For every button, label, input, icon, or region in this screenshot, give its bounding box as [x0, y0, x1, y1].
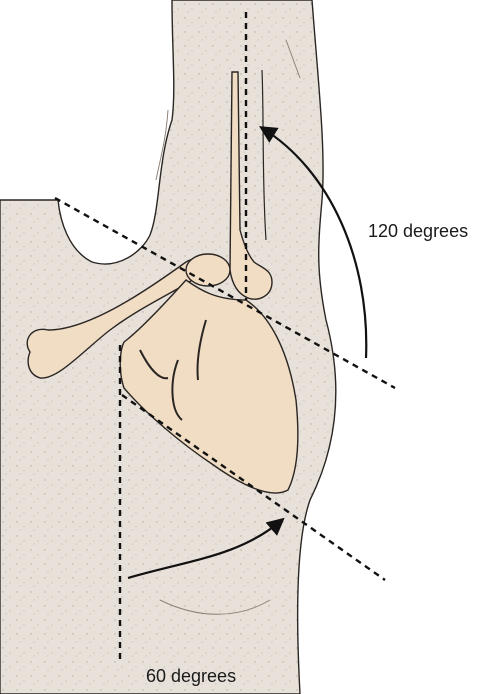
- upper-angle-label: 120 degrees: [368, 221, 468, 242]
- acromion-bone: [186, 254, 230, 286]
- lower-angle-label: 60 degrees: [146, 666, 236, 687]
